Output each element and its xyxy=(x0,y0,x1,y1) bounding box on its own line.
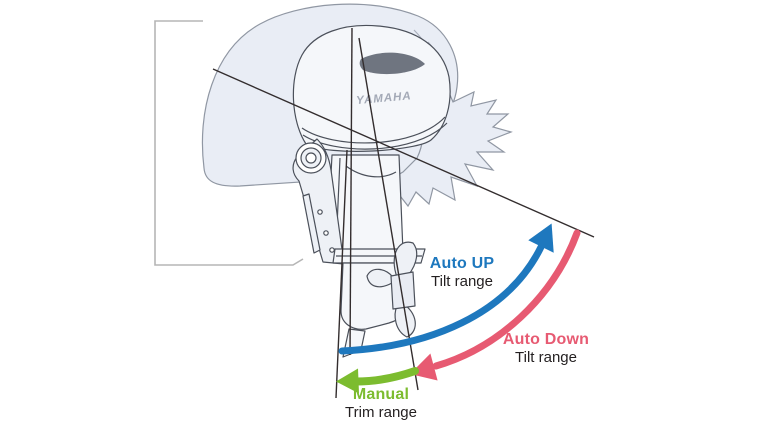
propeller xyxy=(366,241,418,338)
auto-up-title: Auto UP xyxy=(429,255,495,272)
auto-up-subtitle: Tilt range xyxy=(431,272,493,290)
auto-up-arrowhead-icon xyxy=(528,223,554,253)
outboard-motor: YAMAHA xyxy=(292,24,451,358)
auto-down-title: Auto Down xyxy=(502,331,590,348)
auto-up-arrow-shaft xyxy=(338,243,545,355)
cowling-vent xyxy=(359,52,425,75)
trim-in-limit-line xyxy=(335,149,348,399)
manual-arrow xyxy=(336,367,419,394)
manual-subtitle: Trim range xyxy=(345,403,417,421)
manual-arrow-shaft xyxy=(352,367,419,386)
manual-label: Manual Trim range xyxy=(336,386,426,421)
boat-transom-outline xyxy=(154,20,304,266)
reference-lines xyxy=(212,27,595,399)
vertical-axis-line xyxy=(349,27,353,356)
trim-out-limit-line xyxy=(358,37,419,391)
auto-up-arrow xyxy=(338,223,554,355)
auto-down-label: Auto Down Tilt range xyxy=(500,331,592,366)
motor-cowling xyxy=(292,24,451,152)
manual-arrowhead-icon xyxy=(336,368,359,394)
manual-title: Manual xyxy=(352,386,410,403)
auto-up-label: Auto UP Tilt range xyxy=(420,255,504,290)
auto-down-subtitle: Tilt range xyxy=(515,348,577,366)
tilt-up-limit-line xyxy=(212,68,595,238)
auto-down-arrow-shaft xyxy=(432,229,581,370)
propeller-hub xyxy=(390,271,416,310)
